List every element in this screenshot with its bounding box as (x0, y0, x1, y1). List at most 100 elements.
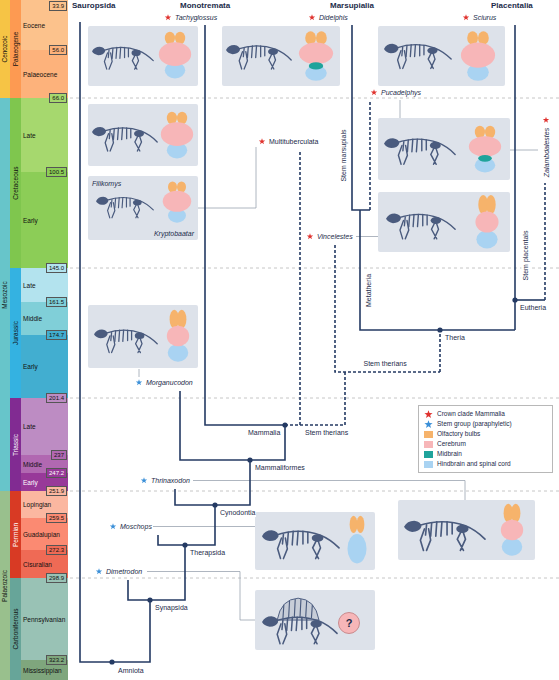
age-box: 56.0 (49, 45, 67, 55)
tree-branches-part (360, 210, 515, 330)
legend-row: Stem group (paraphyletic) (424, 419, 547, 429)
crown-stars-part (371, 89, 377, 95)
period-boundary-lines-part (70, 98, 559, 99)
age-box: 66.0 (49, 93, 67, 103)
legend-swatch (424, 441, 433, 448)
clade-label: Synapsida (154, 603, 189, 612)
node-text: Cretaceous (12, 166, 20, 199)
specimen-panels-part (378, 26, 505, 86)
skeletons-part (262, 598, 337, 644)
clade-label: Stem therians (304, 428, 349, 437)
node-text: Early (23, 479, 38, 486)
skeletons-part (92, 47, 153, 69)
skeletons-part (386, 214, 455, 239)
age-box: 323.2 (46, 655, 67, 665)
node-text: Early (23, 363, 38, 370)
clade-dots-part (437, 327, 442, 332)
clade-label: Multituberculata (268, 137, 319, 146)
brains-part (347, 516, 366, 564)
brains-part (163, 181, 192, 222)
specimen-panels-part (255, 590, 375, 650)
node-text: Palaeocene (23, 71, 57, 78)
taxon-name: Sciurus (472, 13, 497, 22)
node-text: Middle (23, 461, 42, 468)
stem-branches-part (544, 183, 546, 300)
epoch-band: Early (21, 172, 68, 268)
skeletons-part (92, 127, 157, 151)
stem-stars-part (136, 379, 142, 385)
legend-star (424, 420, 433, 429)
stem-stars-part (141, 477, 147, 483)
tree-branches-part (80, 22, 150, 662)
leader-lines-part (139, 369, 140, 377)
node-text: Late (23, 132, 36, 139)
unknown-brain-circle: ? (338, 612, 360, 634)
specimen-panels-part (88, 104, 198, 166)
tree-branches-part (158, 505, 215, 545)
skeletons-part (384, 44, 451, 69)
specimen-panels-part (222, 26, 340, 86)
legend-row: Midbrain (424, 449, 547, 459)
specimen-panels-part (398, 500, 535, 560)
clade-header: Sauropsida (71, 1, 117, 11)
period-boundary-lines-part (70, 268, 559, 269)
node-text: Permian (12, 522, 20, 546)
tree-branches-part (352, 25, 370, 210)
age-box: 237 (51, 450, 67, 460)
skeletons (92, 44, 485, 644)
era-band: Mesozoic (0, 98, 10, 491)
clade-dots (109, 297, 517, 664)
stem-branches-part (335, 245, 440, 372)
tree-branches (80, 22, 545, 662)
node-text: Mississippian (23, 667, 62, 674)
node-text: Carboniferous (12, 609, 20, 650)
legend-star (424, 410, 432, 418)
period-band: Permian (10, 491, 21, 578)
brains-part (475, 195, 498, 249)
clade-dots-part (247, 457, 252, 462)
age-box: 259.5 (46, 513, 67, 523)
clade-header: Marsupialia (329, 1, 375, 11)
legend-box: Crown clade MammaliaStem group (paraphyl… (418, 405, 553, 473)
legend-text: Crown clade Mammalia (437, 410, 505, 418)
node-text: ? (346, 617, 353, 629)
taxon-name: Dimetrodon (105, 567, 143, 576)
node-text: 237 (54, 451, 64, 459)
clade-label: Amniota (117, 666, 145, 675)
brains-part (161, 112, 193, 159)
clade-label: Mammaliformes (254, 463, 306, 472)
node-text: 161.5 (49, 298, 64, 306)
brains-part (159, 32, 191, 79)
node-text: 145.0 (49, 264, 64, 272)
stem-branches-part (369, 102, 371, 210)
node-text: Palaeogene (12, 32, 20, 67)
crown-stars-part (463, 14, 469, 20)
node-text: Middle (23, 315, 42, 322)
era-band: Palaeozoic (0, 491, 10, 680)
node-text: Jurassic (12, 321, 20, 345)
specimen-panels-part (88, 305, 198, 368)
period-boundary-lines-part (70, 491, 559, 492)
brains-part (469, 126, 501, 173)
node-text: 272.3 (49, 546, 64, 554)
specimen-panels-part (378, 118, 510, 180)
clade-label: Eutheria (519, 303, 547, 312)
epoch-band: Late (21, 398, 68, 455)
node-text: Filikomys (92, 179, 121, 188)
period-boundary-lines (70, 98, 559, 578)
node-text: Cisuralian (23, 561, 52, 568)
age-box: 33.9 (49, 1, 67, 11)
taxon-name: Tachyglossus (174, 13, 218, 22)
leader-lines-part (193, 481, 465, 501)
stem-branches-part (344, 372, 346, 425)
age-box: 100.5 (46, 167, 67, 177)
clade-dots-part (147, 597, 152, 602)
node-text: 323.2 (49, 656, 64, 664)
node-text: Triassic (12, 433, 20, 455)
clade-label: Mammalia (247, 428, 281, 437)
clade-label: Stem therians (363, 359, 408, 368)
skeletons-part (384, 138, 455, 164)
specimen-panels-part (88, 176, 198, 240)
skeletons-part (96, 197, 153, 218)
node-text: Mesozoic (1, 281, 9, 308)
